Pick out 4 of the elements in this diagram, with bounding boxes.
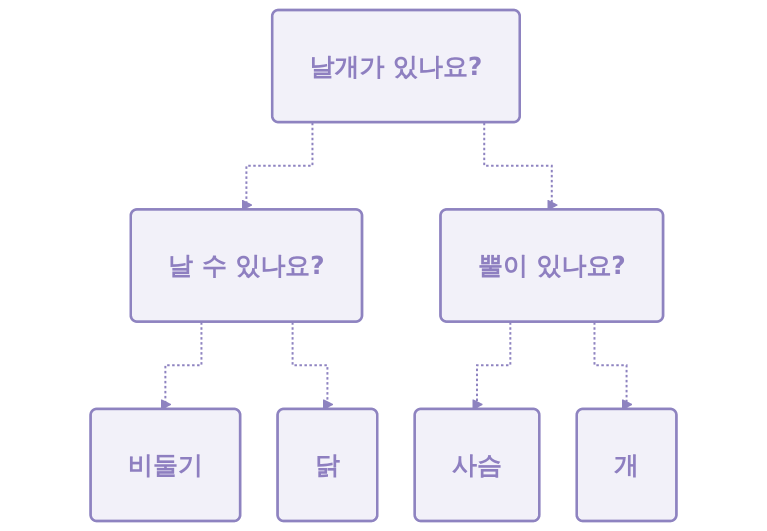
- arrow: [160, 322, 202, 410]
- arrow: [292, 322, 334, 410]
- arrow: [593, 322, 633, 410]
- arrow: [472, 322, 512, 410]
